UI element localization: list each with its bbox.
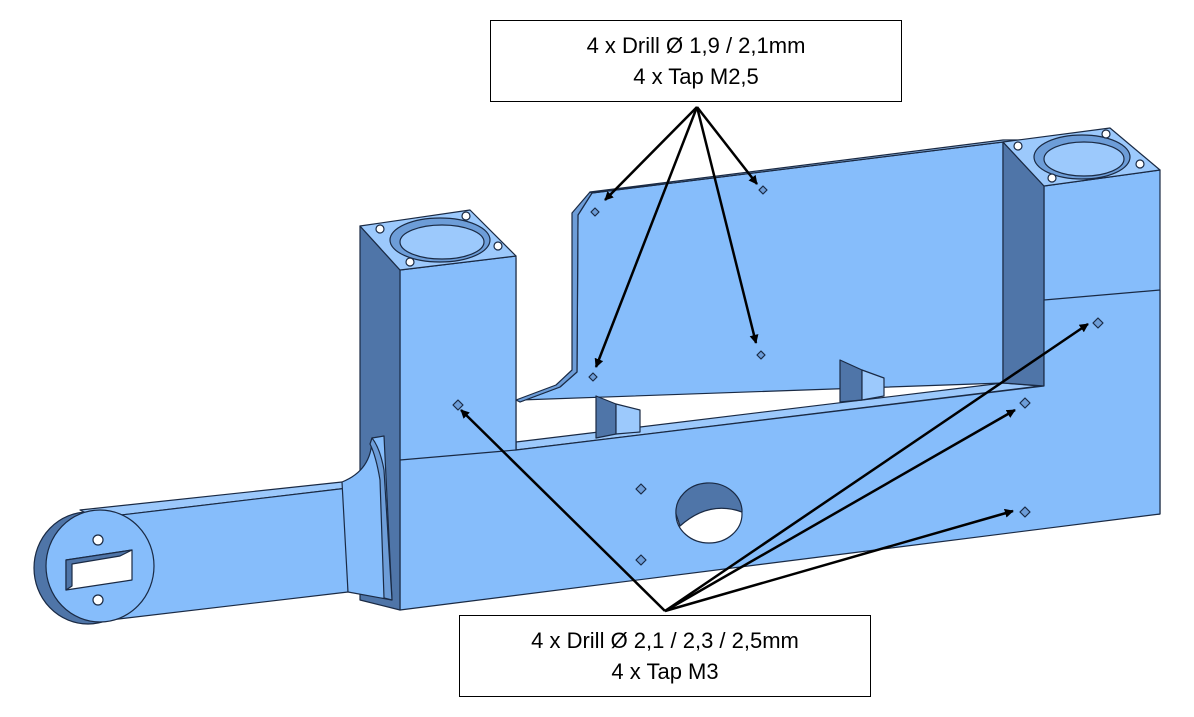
tap-hole — [588, 372, 598, 382]
leader-arrows-bottom — [460, 322, 1089, 613]
left-tower-corner-hole — [375, 224, 385, 234]
rib-right-top — [861, 369, 885, 401]
left-tower-corner-hole — [405, 257, 415, 267]
arm-end-square-hole-shade — [65, 549, 133, 591]
tap-hole — [1019, 397, 1031, 409]
tap-hole — [758, 185, 768, 195]
tap-holes-m25 — [588, 185, 768, 382]
tap-holes-m3 — [452, 317, 1104, 518]
callout-bottom: 4 x Drill Ø 2,1 / 2,3 / 2,5mm 4 x Tap M3 — [459, 615, 871, 697]
left-tower-bore-inner — [399, 224, 485, 260]
rib-left — [595, 395, 617, 439]
leader-arrow — [695, 106, 759, 344]
left-tower-corner-hole — [493, 241, 503, 251]
leader-arrow — [604, 106, 698, 201]
left-tower-front — [399, 255, 517, 461]
tap-hole — [1092, 317, 1104, 329]
leader-arrow — [664, 322, 1089, 613]
leader-arrows-top — [594, 106, 759, 368]
arm-end-pin-hole-top — [92, 534, 104, 546]
arm-fillet-shade — [369, 437, 393, 601]
leader-arrow — [664, 508, 1014, 613]
callout-bottom-tap: 4 x Tap M3 — [611, 659, 719, 684]
center-hole-shade — [675, 482, 743, 527]
bracket-part — [33, 127, 1161, 625]
locating-hole — [635, 554, 647, 566]
right-tower-bore-inner — [1043, 141, 1125, 177]
leader-arrow — [696, 106, 758, 185]
callout-top-tap: 4 x Tap M2,5 — [633, 64, 759, 89]
rib-left-top — [615, 403, 641, 435]
tap-hole — [756, 350, 766, 360]
right-tower-corner-hole — [1101, 129, 1111, 139]
tap-hole — [452, 399, 464, 411]
locating-hole — [635, 483, 647, 495]
back-plate — [519, 141, 1004, 403]
tap-hole — [590, 207, 600, 217]
callout-top: 4 x Drill Ø 1,9 / 2,1mm 4 x Tap M2,5 — [490, 20, 902, 102]
left-tower-corner-hole — [461, 211, 471, 221]
callout-bottom-drill: 4 x Drill Ø 2,1 / 2,3 / 2,5mm — [531, 628, 799, 653]
leader-arrow — [460, 409, 666, 612]
extra-holes — [635, 483, 647, 566]
leader-arrow — [664, 408, 1016, 613]
right-tower-corner-hole — [1047, 173, 1057, 183]
right-tower-corner-hole — [1135, 159, 1145, 169]
tap-hole — [1019, 506, 1031, 518]
callout-top-drill: 4 x Drill Ø 1,9 / 2,1mm — [586, 33, 806, 58]
leader-arrow — [594, 106, 699, 368]
right-tower-corner-hole — [1013, 141, 1023, 151]
arm-end-pin-hole-bottom — [92, 594, 104, 606]
